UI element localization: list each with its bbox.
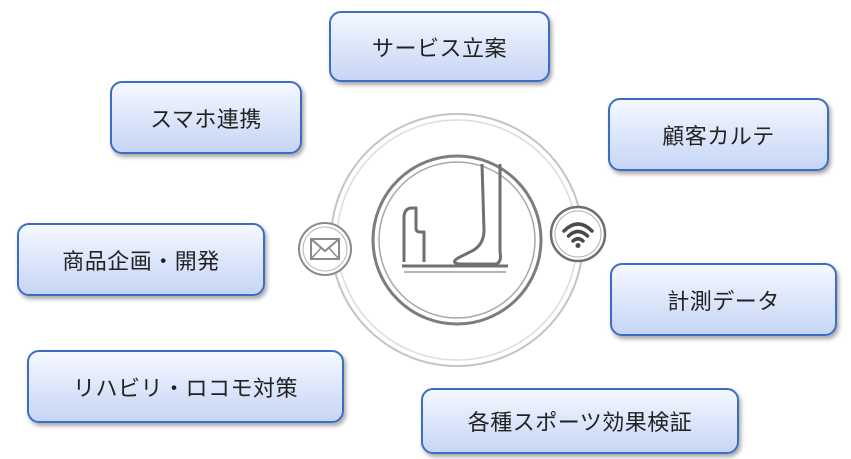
smartphone-link-box: スマホ連携 <box>110 81 302 154</box>
customer-chart-label: 顧客カルテ <box>662 124 775 150</box>
service-planning-box: サービス立案 <box>329 11 550 82</box>
sports-verification-box: 各種スポーツ効果検証 <box>421 388 739 454</box>
service-planning-label: サービス立案 <box>371 36 507 62</box>
envelope-icon <box>298 222 352 276</box>
foot-scanner-icon <box>371 154 543 326</box>
product-development-label: 商品企画・開発 <box>62 249 220 275</box>
outer-ring <box>330 113 584 367</box>
product-development-box: 商品企画・開発 <box>17 223 265 296</box>
rehab-locomo-box: リハビリ・ロコモ対策 <box>27 350 344 423</box>
smartphone-link-label: スマホ連携 <box>150 107 262 133</box>
measurement-data-box: 計測データ <box>610 263 837 336</box>
rehab-locomo-label: リハビリ・ロコモ対策 <box>72 376 298 402</box>
measurement-data-label: 計測データ <box>667 289 780 315</box>
sports-verification-label: 各種スポーツ効果検証 <box>467 411 693 436</box>
customer-chart-box: 顧客カルテ <box>608 98 829 171</box>
wifi-icon <box>549 205 607 263</box>
